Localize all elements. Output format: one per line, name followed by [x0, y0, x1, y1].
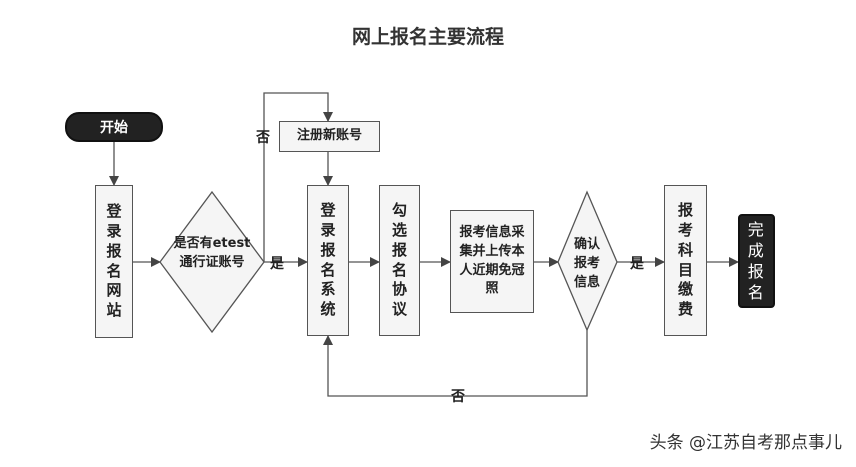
decision-diamond-confirm: [557, 190, 618, 332]
start-label: 开始: [100, 120, 128, 136]
register-label: 注册新账号: [296, 128, 362, 144]
edge-label-yes-1: 是: [270, 256, 284, 272]
edge-label-yes-2: 是: [630, 256, 644, 272]
register-node: 注册新账号: [279, 121, 380, 152]
edge-label-no-1: 否: [256, 130, 270, 146]
select-subjects-node: 报考科目缴费: [664, 185, 707, 336]
login-site-label: 登录报名网站: [106, 202, 122, 320]
arrow-decision-to-register: [263, 92, 333, 262]
decision-account-label: 是否有etest通行证账号: [173, 236, 251, 270]
select-subjects-label: 报考科目缴费: [677, 201, 693, 319]
login-system-node: 登录报名系统: [307, 185, 349, 336]
login-site-node: 登录报名网站: [95, 185, 133, 338]
info-photo-label: 报考信息采集并上传本人近期免冠照: [459, 224, 525, 297]
start-node: 开始: [65, 112, 163, 142]
arrow-confirm-back-to-login-system: [323, 330, 588, 397]
watermark-text: 头条 @江苏自考那点事儿: [649, 433, 842, 453]
decision-diamond-account: [159, 190, 265, 334]
finish-node: 完成报名: [738, 214, 775, 308]
edge-label-no-2: 否: [451, 389, 465, 405]
agreement-node: 勾选报名协议: [379, 185, 420, 336]
finish-label: 完成报名: [747, 219, 764, 303]
info-photo-node: 报考信息采集并上传本人近期免冠照: [450, 210, 534, 313]
agreement-label: 勾选报名协议: [391, 201, 407, 319]
page-title: 网上报名主要流程: [351, 26, 504, 48]
login-system-label: 登录报名系统: [320, 201, 336, 319]
decision-confirm-label: 确认报考信息: [573, 237, 600, 290]
